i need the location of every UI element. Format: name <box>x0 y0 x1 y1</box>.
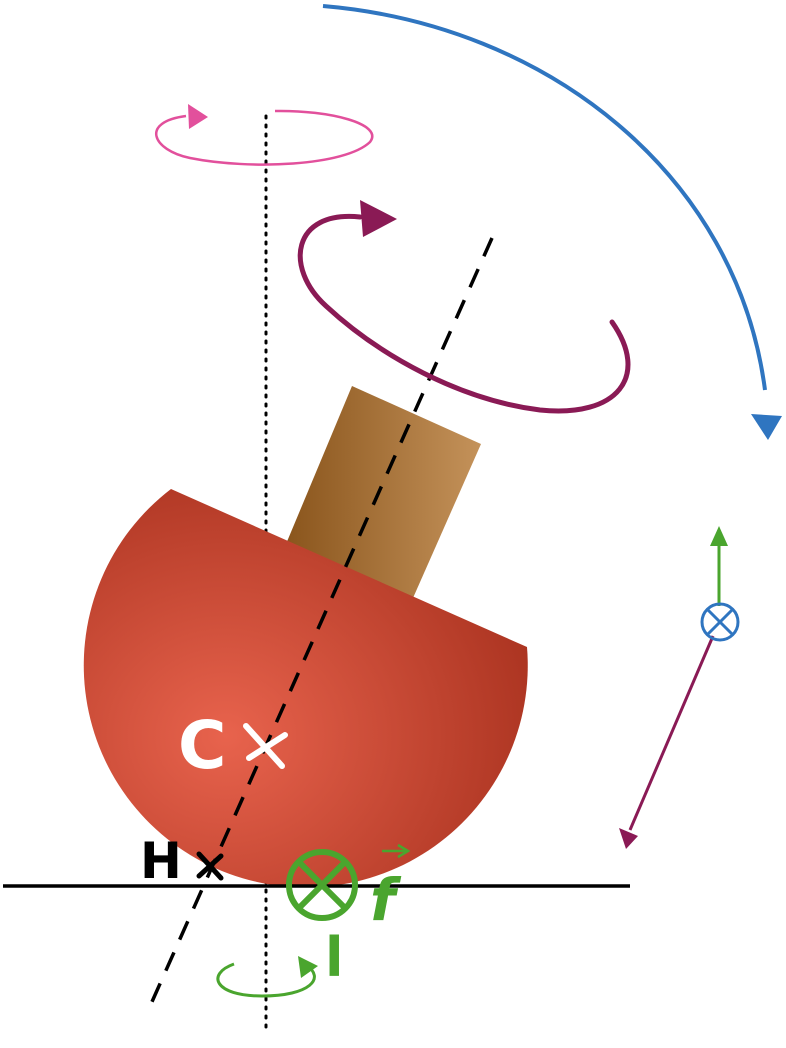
spin-rotation-arrow <box>297 200 631 414</box>
magenta-vector <box>628 635 715 831</box>
contact-label: H <box>140 832 182 890</box>
center-marker <box>243 723 288 769</box>
axis-l-label: l <box>325 926 344 989</box>
base-rotation-arrow <box>216 956 318 998</box>
vector-arrow-icon <box>382 843 411 859</box>
fall-rotation-arrow <box>322 4 782 440</box>
symmetry-axis <box>149 237 494 1005</box>
friction-label: f <box>370 866 402 934</box>
top-handle <box>286 386 481 598</box>
precession-rotation-arrow <box>154 104 374 166</box>
contact-marker <box>196 851 224 881</box>
friction-into-page-symbol <box>286 849 358 921</box>
top-body <box>83 489 528 888</box>
vector-inset <box>619 526 740 849</box>
center-label: C <box>178 707 226 784</box>
blue-into-page-symbol <box>700 602 740 642</box>
